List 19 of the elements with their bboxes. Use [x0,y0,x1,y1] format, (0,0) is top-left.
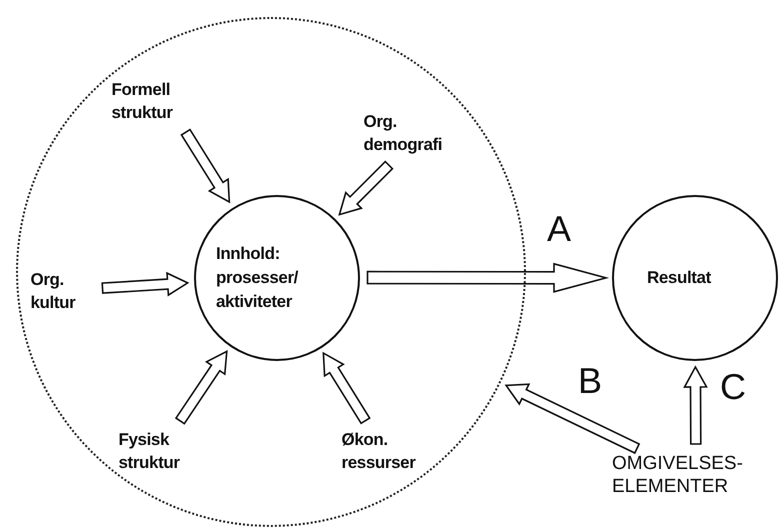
process-circle [194,194,360,360]
factor-label: Formell struktur [112,78,174,124]
circle-label: Resultat [647,267,712,289]
block-arrow [683,365,708,445]
factor-label: Fysisk struktur [118,428,181,474]
factor-label: Org. kultur [30,268,76,314]
block-arrow [180,128,230,204]
factor-label: Økon. ressurser [342,428,417,474]
block-arrow [338,160,394,216]
dotted-boundary-circle [16,17,526,527]
factor-label: OMGIVELSES-ELEMENTER [612,452,744,498]
block-arrow [174,350,228,425]
block-arrow [322,352,371,424]
circle-label: Innhold: prosesser/ aktiviteter [216,242,300,312]
block-arrow [504,383,640,454]
block-arrow [366,262,610,293]
process-circle [612,195,778,361]
factor-label: Org. demografi [364,110,444,156]
block-arrow [101,272,190,296]
